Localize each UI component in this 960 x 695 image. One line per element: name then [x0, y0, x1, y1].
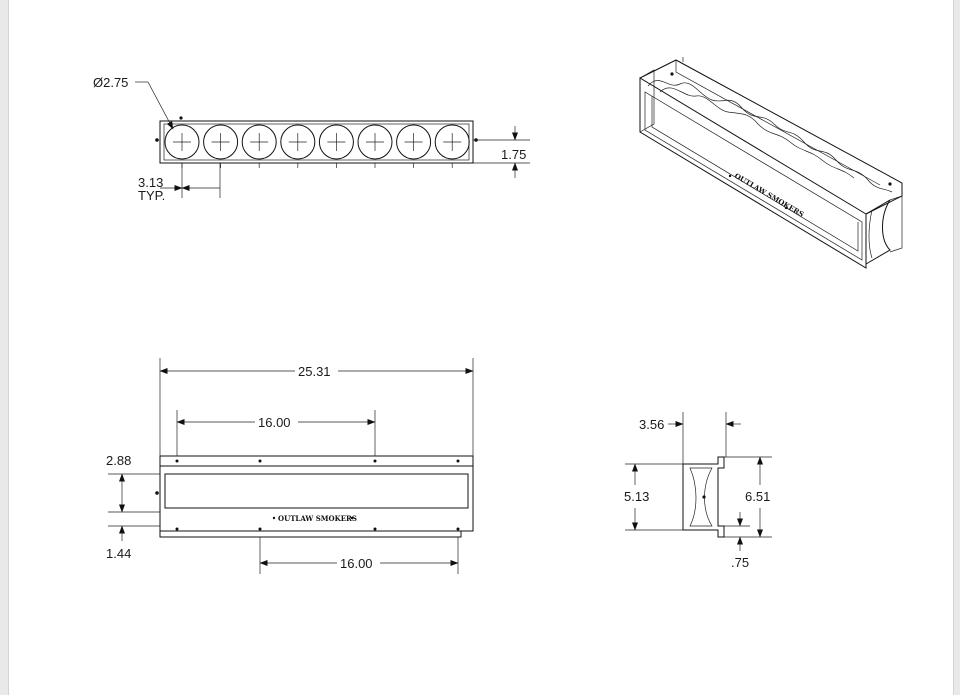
hole-row	[164, 124, 470, 168]
left-height-label: 2.88	[106, 453, 131, 468]
top-view: Ø2.75 3.13 TYP. 1.75	[93, 75, 530, 203]
hole-8	[434, 124, 470, 160]
side-width-label: 3.56	[639, 417, 664, 432]
top-view-outline	[159, 120, 474, 164]
hole-3	[241, 124, 277, 160]
hole-2	[203, 124, 239, 160]
hole-4	[280, 124, 316, 160]
front-logo: OUTLAW SMOKERS	[278, 514, 357, 523]
front-bottom-flange	[159, 530, 462, 538]
hole-spacing-label: 3.13	[138, 175, 163, 190]
hole-spacing-note: TYP.	[138, 188, 165, 203]
inner-height-label: 5.13	[624, 489, 649, 504]
bottom-offset-label: 1.44	[106, 546, 131, 561]
side-bottom-offset-label: .75	[731, 555, 749, 570]
top-height-label: 1.75	[501, 147, 526, 162]
hole-1	[164, 124, 200, 160]
front-top-flange	[159, 455, 474, 467]
hole-5	[318, 124, 354, 160]
overall-height-label: 6.51	[745, 489, 770, 504]
overall-length-label: 25.31	[298, 364, 331, 379]
side-view: 3.56 5.13 6.51 .75	[624, 412, 772, 570]
hole-diameter-label: Ø2.75	[93, 75, 128, 90]
front-view: OUTLAW SMOKERS 25.31 16.00 16.00 2.88 1.…	[106, 358, 474, 574]
hole-6	[357, 124, 393, 160]
upper-spacing-label: 16.00	[258, 415, 291, 430]
hole-7	[396, 124, 432, 160]
iso-view: OUTLAW SMOKERS	[639, 57, 903, 269]
front-window	[164, 473, 469, 509]
lower-spacing-label: 16.00	[340, 556, 373, 571]
